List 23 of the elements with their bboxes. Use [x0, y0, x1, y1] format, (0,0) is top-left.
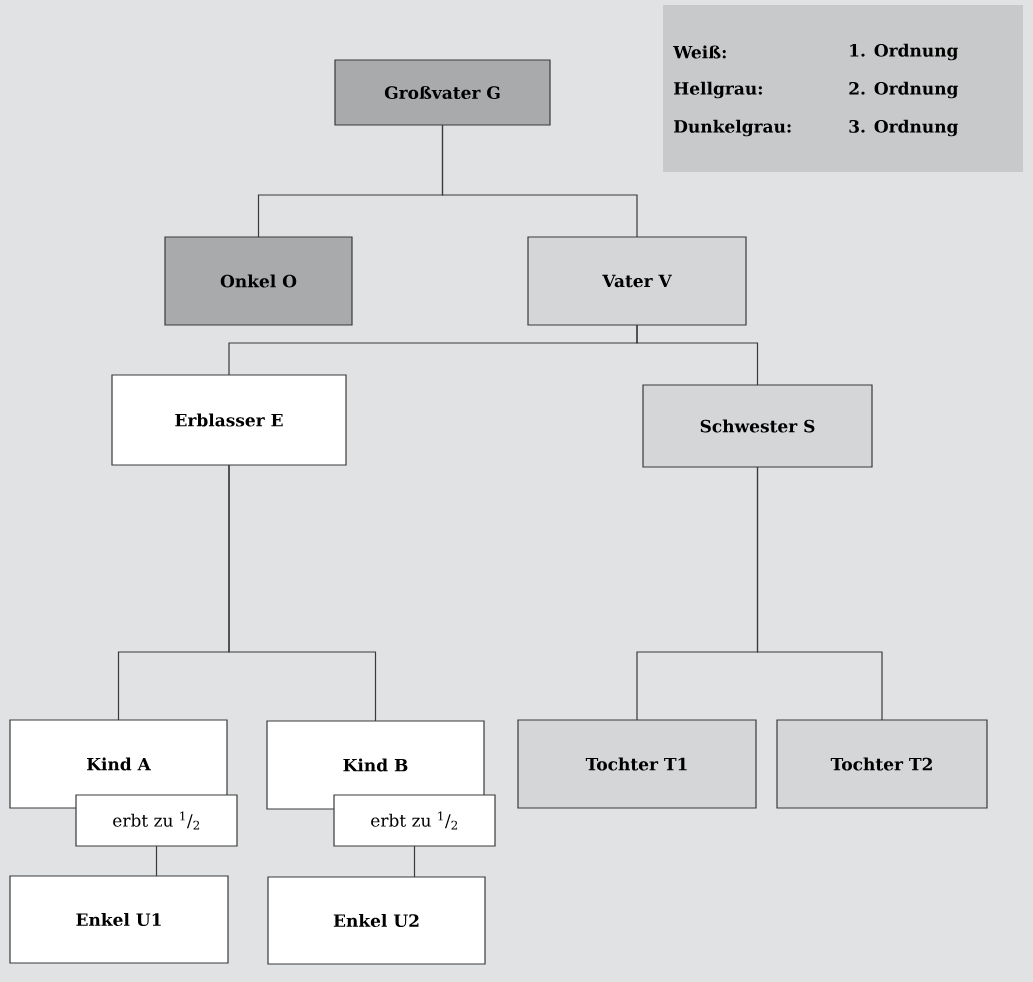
person-box: Enkel U1 [9, 875, 229, 964]
person-box: Erblasser E [111, 374, 347, 466]
person-box: Tochter T1 [517, 719, 757, 809]
share-box: erbt zu $^{1}$/$_{2}$ [75, 794, 238, 847]
connector-line [756, 466, 883, 721]
share-box: erbt zu $^{1}$/$_{2}$ [333, 794, 496, 847]
legend-text: Weiß: [673, 45, 726, 59]
legend-text: Hellgrau: [674, 81, 762, 99]
connector-line [155, 845, 158, 877]
connector-line [413, 845, 416, 878]
legend-text: 1. Ordnung [850, 43, 959, 61]
person-box: Vater V [527, 236, 747, 326]
person-box: Tochter T2 [776, 719, 988, 809]
legend-text: 2. Ordnung [849, 81, 959, 99]
connector-line [441, 124, 638, 238]
person-box: Enkel U2 [267, 876, 486, 965]
connector-line [228, 464, 377, 722]
connector-line [636, 324, 759, 386]
person-box: Onkel O [164, 236, 353, 326]
legend-text: 3. Ordnung [849, 119, 959, 137]
person-box: Großvater G [334, 59, 551, 126]
person-box: Schwester S [642, 384, 873, 468]
legend-text: Dunkelgrau: [674, 119, 791, 137]
